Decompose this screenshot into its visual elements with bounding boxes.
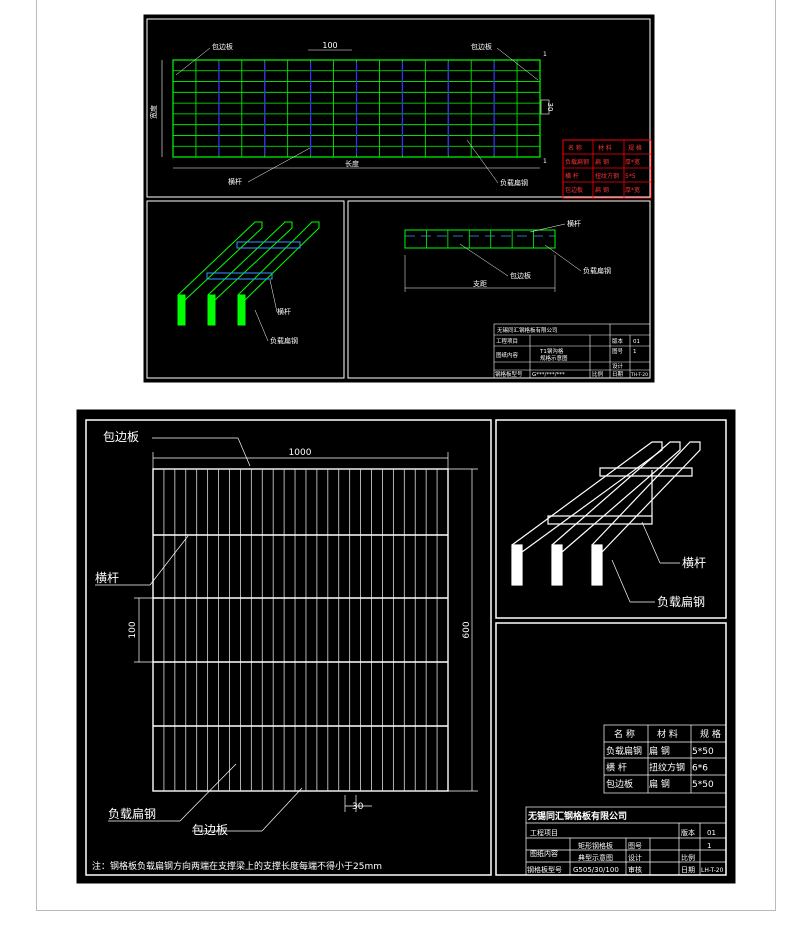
top-drawing: 100 包边板 包边板 1 1 宽度 30 长度 横杆 负载扁钢 名 称材 料规… xyxy=(142,13,656,384)
table-cell: 包边板 xyxy=(565,186,583,194)
bottom-title-r3-r3: LH-T-20 xyxy=(701,867,724,874)
top-title-r2-r2: 1 xyxy=(633,349,637,355)
table-cell: 5*5 xyxy=(625,173,636,180)
table-cell: 材 料 xyxy=(657,728,678,740)
bottom-baobianban-top-label: 包边板 xyxy=(103,430,139,444)
bottom-dim-30: 30 xyxy=(352,802,364,812)
bottom-iso-hengan-label: 横杆 xyxy=(682,556,706,570)
top-title-r1-left: 工程项目 xyxy=(496,337,518,345)
table-cell: 横 杆 xyxy=(606,762,627,774)
table-cell: 负载扁钢 xyxy=(565,158,589,166)
top-title-r2-left: 图纸内容 xyxy=(496,351,519,359)
bottom-baobianban-bottom-label: 包边板 xyxy=(192,823,228,837)
bottom-hengan-label: 横杆 xyxy=(95,571,119,585)
table-cell: 厚*宽 xyxy=(625,158,640,166)
top-dim-100: 100 xyxy=(322,41,337,50)
top-hengan-label: 横杆 xyxy=(228,177,242,186)
bottom-iso-view xyxy=(511,441,701,586)
table-cell: 横 杆 xyxy=(565,172,579,180)
bottom-drawing: 1000 包边板 横杆 100 600 负载扁钢 包边板 30 注：钢格板负载扁… xyxy=(75,408,737,885)
bottom-title-r2-r3: 设计 xyxy=(628,853,642,862)
table-cell: 包边板 xyxy=(606,778,633,790)
top-title-r3-r2: 日期 xyxy=(612,371,624,378)
bottom-title-r1-left: 工程项目 xyxy=(530,828,558,837)
table-cell: 名 称 xyxy=(568,144,582,152)
top-iso-view xyxy=(177,221,320,326)
top-title-block xyxy=(493,323,651,379)
top-section-view xyxy=(404,229,556,292)
bottom-note: 注：钢格板负载扁钢方向两端在支撑梁上的支撑长度每端不得小于25mm xyxy=(92,860,382,872)
top-iso-hengan-label: 横杆 xyxy=(277,307,291,316)
bottom-plan-view xyxy=(152,468,449,792)
table-cell: 厚*宽 xyxy=(625,186,640,194)
table-cell: 扁 钢 xyxy=(649,778,670,790)
bottom-iso-fuzai-label: 负载扁钢 xyxy=(657,595,705,609)
bottom-title-company: 无锡同汇钢格板有限公司 xyxy=(527,810,627,822)
bottom-title-r2-r1: 图号 xyxy=(628,842,642,850)
bottom-dim-600: 600 xyxy=(462,621,472,638)
table-cell: 材 料 xyxy=(598,144,612,152)
bottom-fuzai-label: 负载扁钢 xyxy=(108,807,156,821)
table-cell: 规 格 xyxy=(628,144,642,152)
table-cell: 6*6 xyxy=(692,764,708,774)
bottom-title-r3-left: 钢格板型号 xyxy=(527,865,562,874)
bottom-title-block xyxy=(525,806,727,876)
top-sec-fuzai-label: 负载扁钢 xyxy=(583,266,611,275)
table-cell: 负载扁钢 xyxy=(606,745,642,757)
top-mark-1-b: 1 xyxy=(543,158,547,165)
top-title-r3-r1: 比例 xyxy=(592,370,604,378)
top-width-label: 宽度 xyxy=(149,105,158,119)
top-title-r3-left: 钢格板型号 xyxy=(495,370,523,378)
bottom-title-r2-mid1: 矩形钢格板 xyxy=(578,841,613,850)
table-cell: 5*50 xyxy=(692,780,714,790)
top-iso-fuzai-label: 负载扁钢 xyxy=(270,336,298,345)
bottom-title-r3-r2: 日期 xyxy=(681,866,695,874)
bottom-title-r1-r2: 01 xyxy=(707,829,716,837)
table-cell: 扭纹方钢 xyxy=(595,172,619,180)
bottom-dim-1000: 1000 xyxy=(289,448,312,458)
table-cell: 扭纹方钢 xyxy=(649,762,685,774)
top-title-r2-r3: 设计 xyxy=(612,362,624,370)
table-cell: 扁 钢 xyxy=(649,745,670,757)
page-frame xyxy=(36,0,776,911)
top-sec-hengan-label: 横杆 xyxy=(567,219,581,228)
top-title-company: 无锡同汇钢格板有限公司 xyxy=(497,326,558,334)
table-cell: 扁 钢 xyxy=(595,186,609,194)
bottom-title-r2-mid2: 典型示意图 xyxy=(578,853,613,862)
top-title-r1-r2: 01 xyxy=(633,339,640,345)
bottom-dim-100: 100 xyxy=(128,621,138,638)
top-sec-span-label: 支距 xyxy=(473,279,487,288)
bottom-material-table xyxy=(603,724,727,794)
bottom-title-r3-mid: G505/30/100 xyxy=(573,866,619,874)
bottom-title-r3-r1: 审核 xyxy=(628,865,642,874)
top-fuzai-label: 负载扁钢 xyxy=(500,178,528,187)
bottom-title-r3-b: 比例 xyxy=(681,853,695,862)
top-baobianban-left-label: 包边板 xyxy=(212,42,233,51)
table-cell: 名 称 xyxy=(614,728,635,740)
top-title-r2-r1: 图号 xyxy=(612,347,624,355)
top-sec-baobian-label: 包边板 xyxy=(510,271,531,280)
top-title-r2-mid1: T1钢沟格 xyxy=(539,347,564,355)
table-cell: 扁 钢 xyxy=(595,158,609,166)
top-dim-30: 30 xyxy=(546,103,554,112)
table-cell: 规 格 xyxy=(700,728,721,740)
bottom-title-r2-r2: 1 xyxy=(707,842,711,850)
top-baobianban-right-label: 包边板 xyxy=(471,42,492,51)
top-mark-1-a: 1 xyxy=(543,51,547,58)
top-length-label: 长度 xyxy=(345,159,359,168)
top-plan-view xyxy=(172,59,541,158)
bottom-title-r2-left: 图纸内容 xyxy=(530,849,558,858)
top-title-r3-mid: G***/***/*** xyxy=(532,372,565,378)
top-title-r1-r1: 版本 xyxy=(612,337,624,345)
top-title-r2-mid2: 规格示意图 xyxy=(540,354,568,362)
table-cell: 5*50 xyxy=(692,747,714,757)
top-title-r3-r3: TH-T-20 xyxy=(630,372,648,378)
bottom-title-r1-r1: 版本 xyxy=(681,828,695,837)
